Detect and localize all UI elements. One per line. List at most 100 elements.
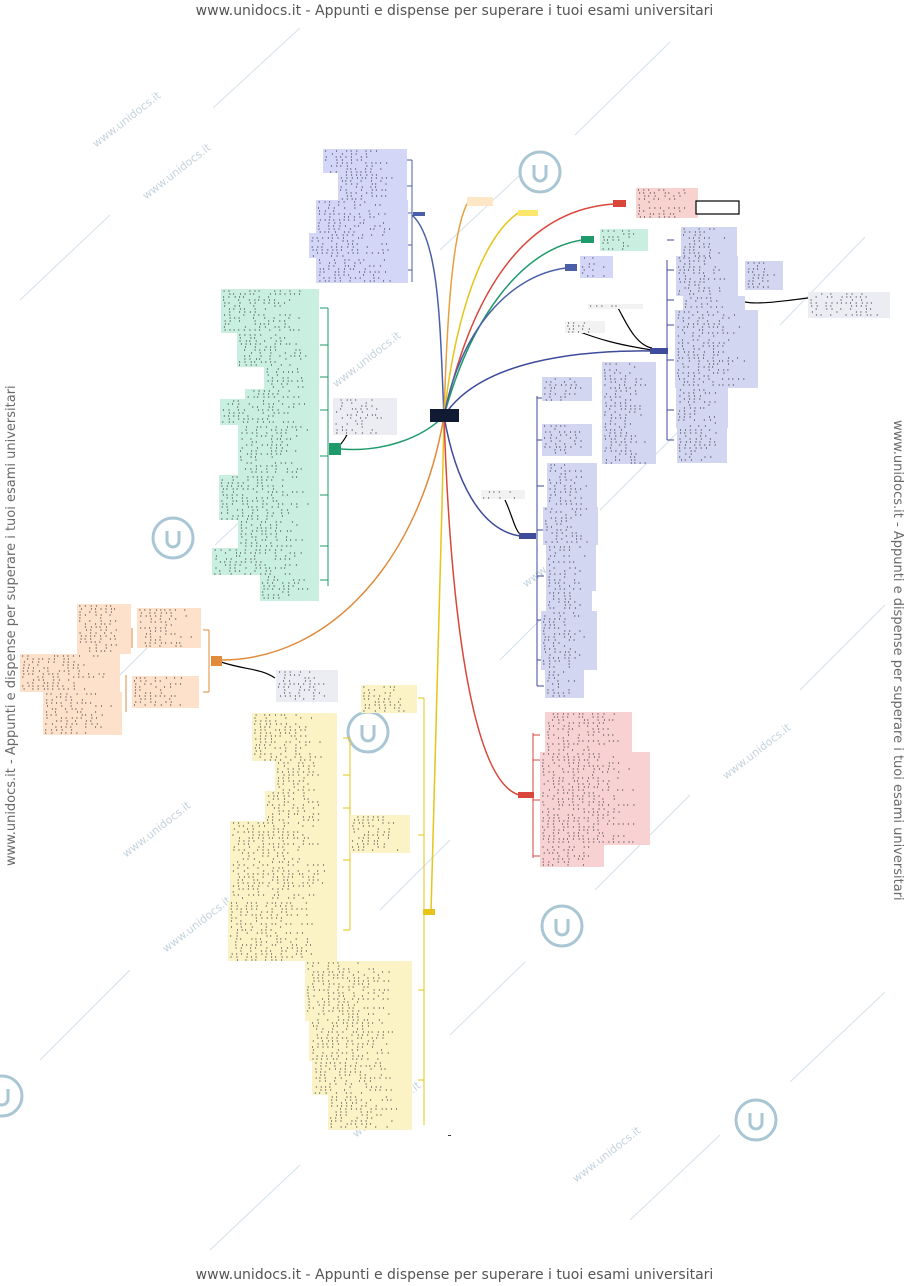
- text-speckle: [295, 753, 297, 755]
- text-speckle: [554, 618, 556, 620]
- text-speckle: [283, 825, 285, 827]
- text-speckle: [548, 749, 550, 751]
- text-speckle: [658, 198, 659, 200]
- text-speckle: [328, 204, 330, 206]
- text-speckle: [245, 542, 247, 544]
- text-speckle: [76, 693, 78, 695]
- text-speckle: [364, 1074, 366, 1076]
- text-speckle: [286, 914, 288, 916]
- text-speckle: [277, 409, 279, 411]
- text-speckle: [379, 1089, 381, 1091]
- text-speckle: [307, 588, 309, 590]
- text-speckle: [318, 980, 320, 982]
- text-speckle: [373, 695, 375, 697]
- text-speckle: [362, 998, 364, 1000]
- text-speckle: [377, 834, 378, 836]
- text-speckle: [332, 971, 334, 973]
- text-speckle: [274, 346, 276, 348]
- text-speckle: [323, 1013, 325, 1015]
- text-speckle: [302, 873, 304, 875]
- text-speckle: [359, 1071, 361, 1073]
- text-speckle: [376, 1037, 378, 1039]
- text-speckle: [328, 207, 330, 209]
- text-speckle: [282, 819, 284, 821]
- text-speckle: [557, 728, 559, 730]
- text-speckle: [296, 950, 298, 952]
- node-box: [275, 761, 337, 791]
- text-speckle: [23, 664, 25, 666]
- text-speckle: [95, 632, 97, 634]
- text-speckle: [246, 462, 248, 464]
- text-speckle: [95, 705, 97, 707]
- text-speckle: [280, 753, 282, 755]
- text-speckle: [571, 535, 573, 537]
- text-speckle: [542, 771, 544, 773]
- text-speckle: [615, 435, 617, 437]
- text-speckle: [608, 820, 610, 822]
- text-speckle: [557, 858, 559, 860]
- text-speckle: [322, 237, 324, 239]
- text-speckle: [358, 849, 360, 851]
- text-speckle: [716, 300, 718, 302]
- text-speckle: [695, 429, 697, 431]
- text-speckle: [232, 500, 234, 502]
- node-yellow-top: [518, 210, 538, 216]
- text-speckle: [288, 861, 289, 863]
- text-speckle: [317, 977, 319, 979]
- text-speckle: [588, 331, 590, 333]
- text-speckle: [370, 150, 372, 152]
- text-speckle: [549, 393, 551, 395]
- text-speckle: [275, 956, 277, 958]
- text-speckle: [288, 780, 290, 782]
- text-speckle: [343, 274, 345, 276]
- text-speckle: [279, 320, 281, 322]
- text-speckle: [238, 317, 240, 319]
- text-speckle: [77, 664, 79, 666]
- text-speckle: [251, 530, 253, 532]
- text-speckle: [56, 702, 57, 704]
- text-speckle: [861, 302, 863, 304]
- text-speckle: [355, 1120, 357, 1122]
- text-speckle: [323, 1001, 325, 1003]
- text-speckle: [714, 444, 716, 446]
- text-speckle: [298, 674, 300, 676]
- text-speckle: [602, 801, 604, 803]
- text-speckle: [379, 1062, 381, 1064]
- text-speckle: [567, 820, 569, 822]
- text-speckle: [308, 689, 310, 691]
- text-speckle: [275, 450, 277, 452]
- text-speckle: [297, 771, 299, 773]
- footer-text: www.unidocs.it - Appunti e dispense per …: [195, 1267, 714, 1283]
- text-speckle: [352, 1102, 353, 1104]
- text-speckle: [592, 765, 594, 767]
- text-speckle: [382, 998, 384, 1000]
- text-speckle: [866, 314, 868, 316]
- text-speckle: [694, 284, 696, 286]
- text-speckle: [714, 422, 716, 424]
- text-speckle: [317, 971, 319, 973]
- text-speckle: [322, 1007, 324, 1009]
- text-speckle: [698, 252, 700, 254]
- text-speckle: [155, 609, 157, 611]
- text-speckle: [630, 435, 632, 437]
- text-speckle: [597, 786, 598, 788]
- text-speckle: [317, 774, 319, 776]
- text-speckle: [312, 816, 314, 818]
- text-speckle: [560, 449, 562, 451]
- text-speckle: [622, 230, 623, 232]
- branch-label: [565, 264, 577, 271]
- text-speckle: [79, 614, 81, 616]
- text-speckle: [149, 692, 151, 694]
- text-speckle: [603, 734, 605, 736]
- text-speckle: [269, 293, 271, 295]
- text-speckle: [267, 491, 269, 493]
- text-speckle: [703, 243, 705, 245]
- text-speckle: [580, 476, 582, 478]
- text-speckle: [597, 783, 599, 785]
- text-speckle: [245, 346, 246, 348]
- central-topic-node[interactable]: [430, 409, 459, 422]
- text-speckle: [683, 416, 685, 418]
- text-speckle: [289, 329, 291, 331]
- text-speckle: [283, 412, 285, 414]
- text-speckle: [713, 323, 715, 325]
